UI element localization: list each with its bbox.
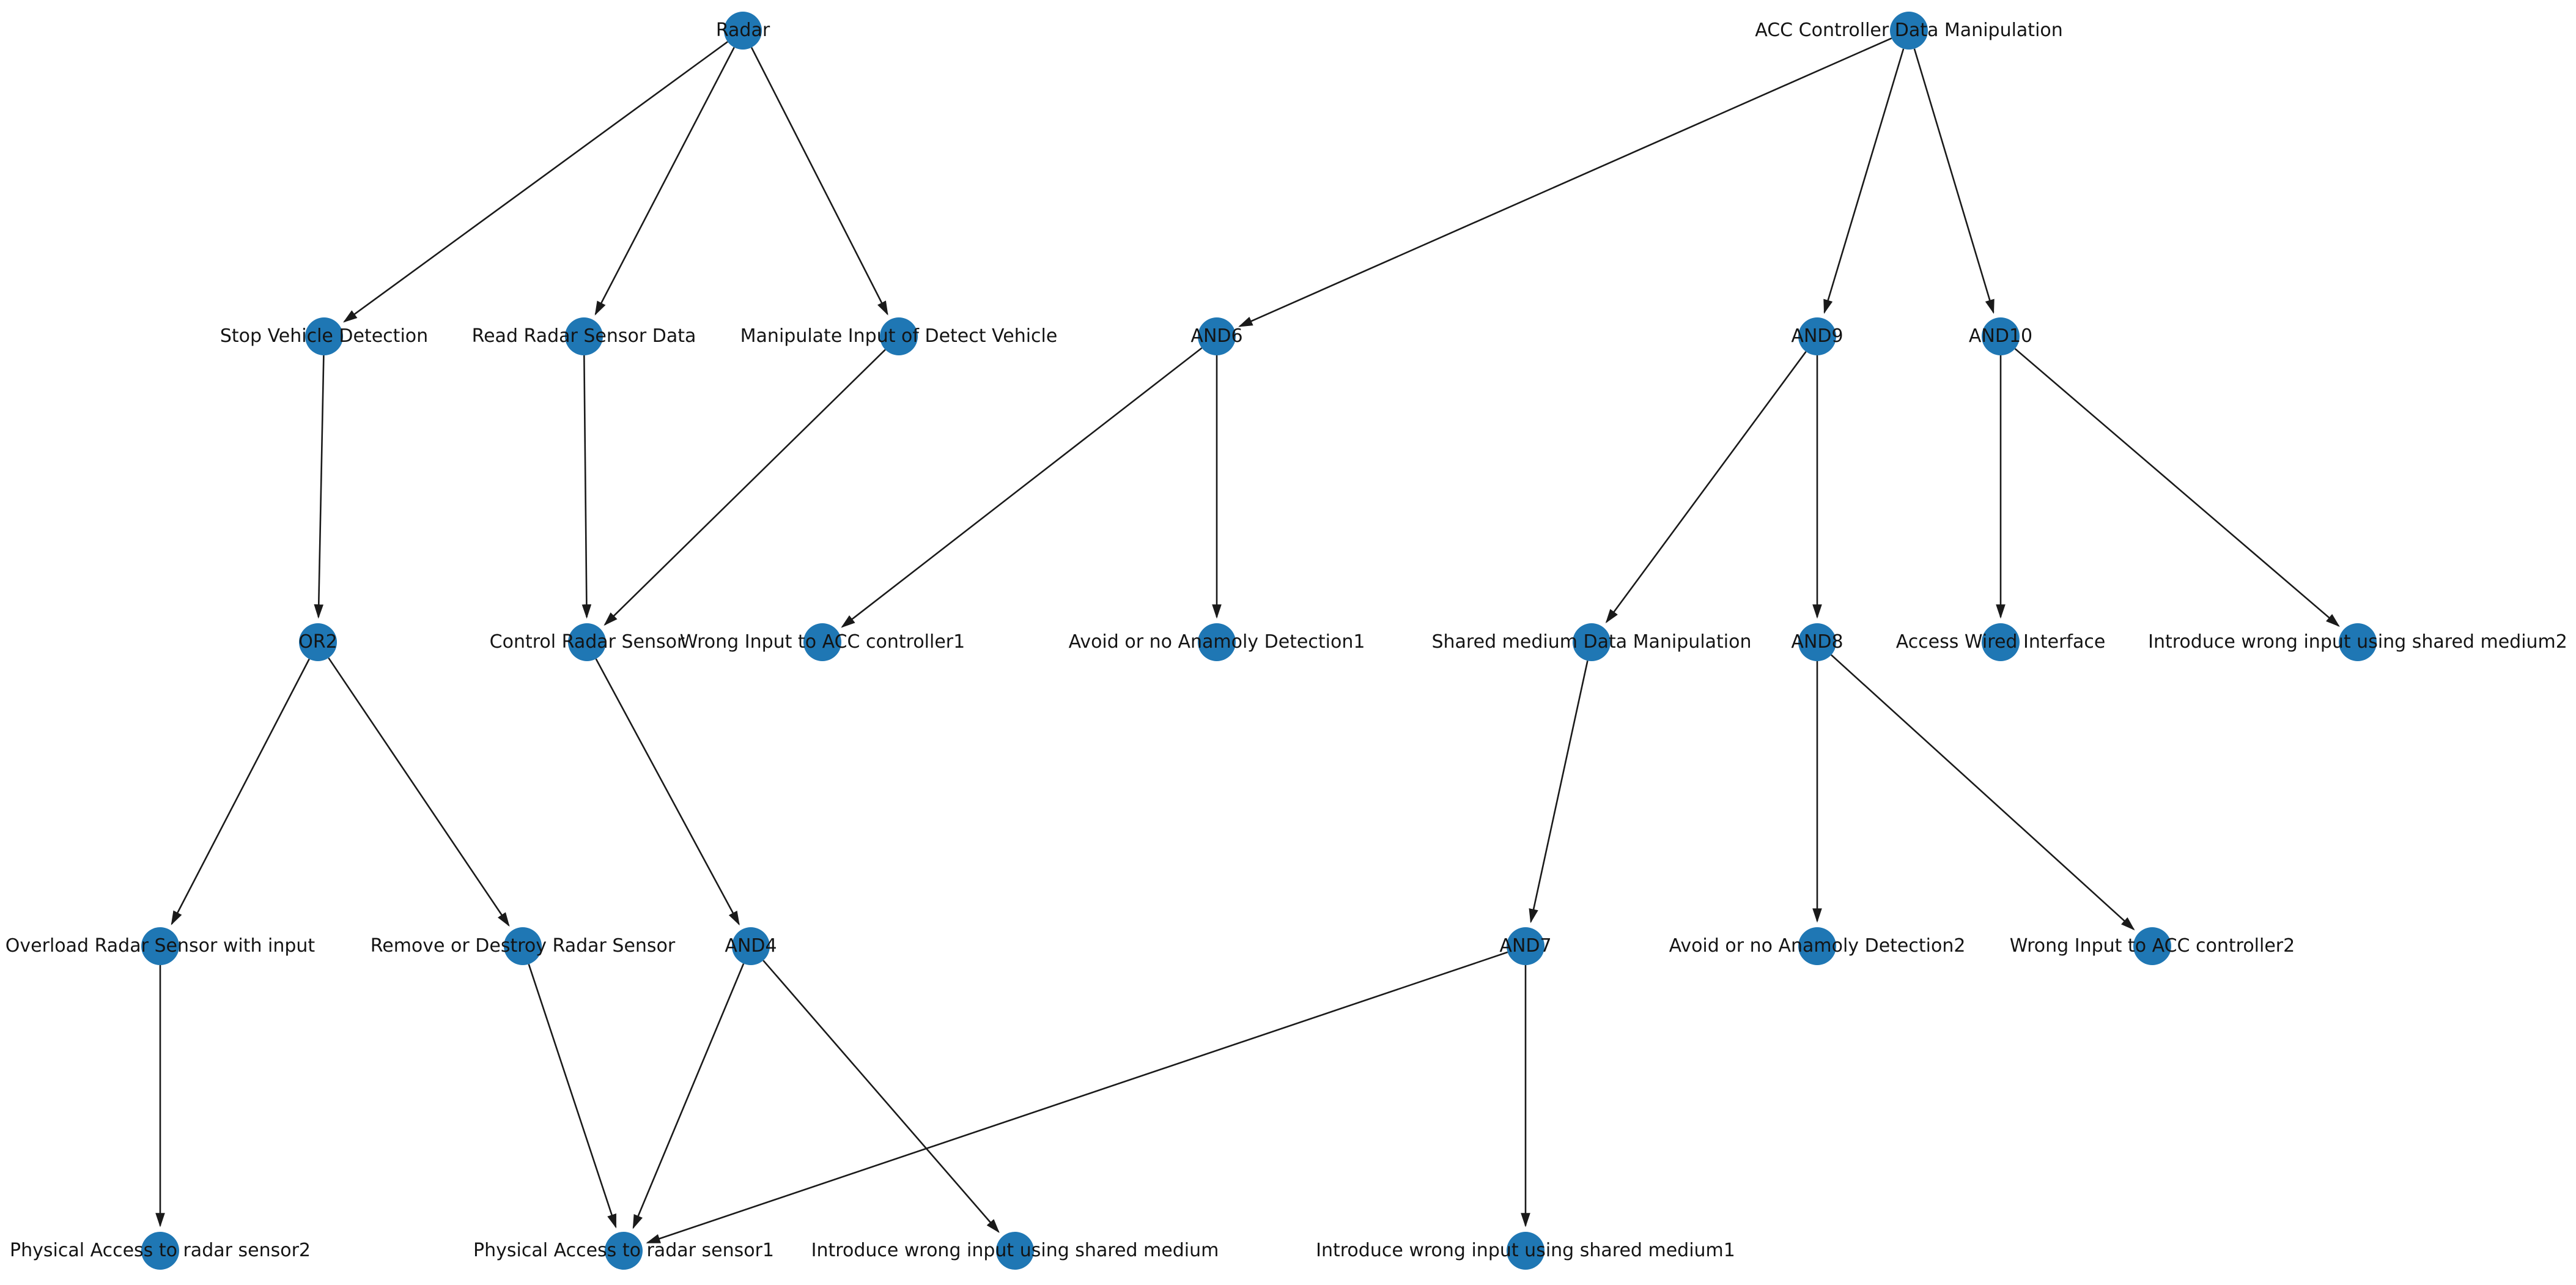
graph-node-phys_access_radar1[interactable] bbox=[605, 1232, 643, 1270]
graph-node-acc_ctrl_data_manip[interactable] bbox=[1890, 12, 1928, 50]
graph-node-radar[interactable] bbox=[724, 12, 762, 50]
graph-edge bbox=[528, 964, 617, 1229]
graph-node-and7[interactable] bbox=[1507, 927, 1544, 965]
graph-edge bbox=[750, 47, 888, 316]
graph-edge bbox=[1238, 37, 1892, 327]
graph-edge bbox=[762, 960, 1000, 1233]
graph-edge bbox=[603, 349, 886, 626]
graph-edge bbox=[594, 46, 735, 316]
graph-node-and9[interactable] bbox=[1798, 317, 1836, 355]
graph-node-shared_medium_dm[interactable] bbox=[1573, 623, 1611, 661]
graph-node-and6[interactable] bbox=[1198, 317, 1236, 355]
graph-edge bbox=[328, 657, 510, 927]
graph-edge bbox=[595, 658, 740, 926]
graph-node-avoid_anamoly1[interactable] bbox=[1198, 623, 1236, 661]
graph-edge bbox=[841, 347, 1203, 628]
graph-node-control_radar_sensor[interactable] bbox=[568, 623, 606, 661]
graph-node-intro_wrong_shared1[interactable] bbox=[1507, 1232, 1544, 1270]
graph-node-and8[interactable] bbox=[1798, 623, 1836, 661]
graph-node-stop_vehicle_detection[interactable] bbox=[305, 317, 343, 355]
graph-node-wrong_input_acc1[interactable] bbox=[803, 623, 841, 661]
graph-node-wrong_input_acc2[interactable] bbox=[2133, 927, 2171, 965]
graph-edge bbox=[171, 658, 310, 925]
graph-node-and4[interactable] bbox=[732, 927, 770, 965]
graph-edge bbox=[1831, 654, 2135, 931]
graph-edge bbox=[1913, 48, 1995, 314]
graph-edge bbox=[581, 355, 592, 619]
graph-edge bbox=[2014, 348, 2340, 628]
graph-node-intro_wrong_shared[interactable] bbox=[996, 1232, 1034, 1270]
graph-edge bbox=[314, 355, 325, 619]
graph-node-and10[interactable] bbox=[1982, 317, 2020, 355]
graph-edge bbox=[632, 963, 745, 1229]
graph-node-read_radar_sensor_data[interactable] bbox=[565, 317, 603, 355]
graph-node-or2[interactable] bbox=[299, 623, 337, 661]
graph-edge bbox=[1529, 661, 1589, 924]
graph-node-remove_destroy_radar[interactable] bbox=[504, 927, 542, 965]
edges-group bbox=[155, 37, 2340, 1244]
graph-edge bbox=[343, 41, 728, 323]
graph-node-manipulate_input_dv[interactable] bbox=[880, 317, 918, 355]
graph-node-phys_access_radar2[interactable] bbox=[141, 1232, 179, 1270]
graph-node-overload_radar_sensor[interactable] bbox=[141, 927, 179, 965]
graph-node-avoid_anamoly2[interactable] bbox=[1798, 927, 1836, 965]
graph-edge bbox=[646, 951, 1508, 1244]
graph-edge bbox=[1605, 351, 1807, 624]
graph-edge bbox=[1823, 48, 1905, 314]
graph-node-access_wired_interface[interactable] bbox=[1982, 623, 2020, 661]
graph-node-intro_wrong_shared2[interactable] bbox=[2339, 623, 2377, 661]
